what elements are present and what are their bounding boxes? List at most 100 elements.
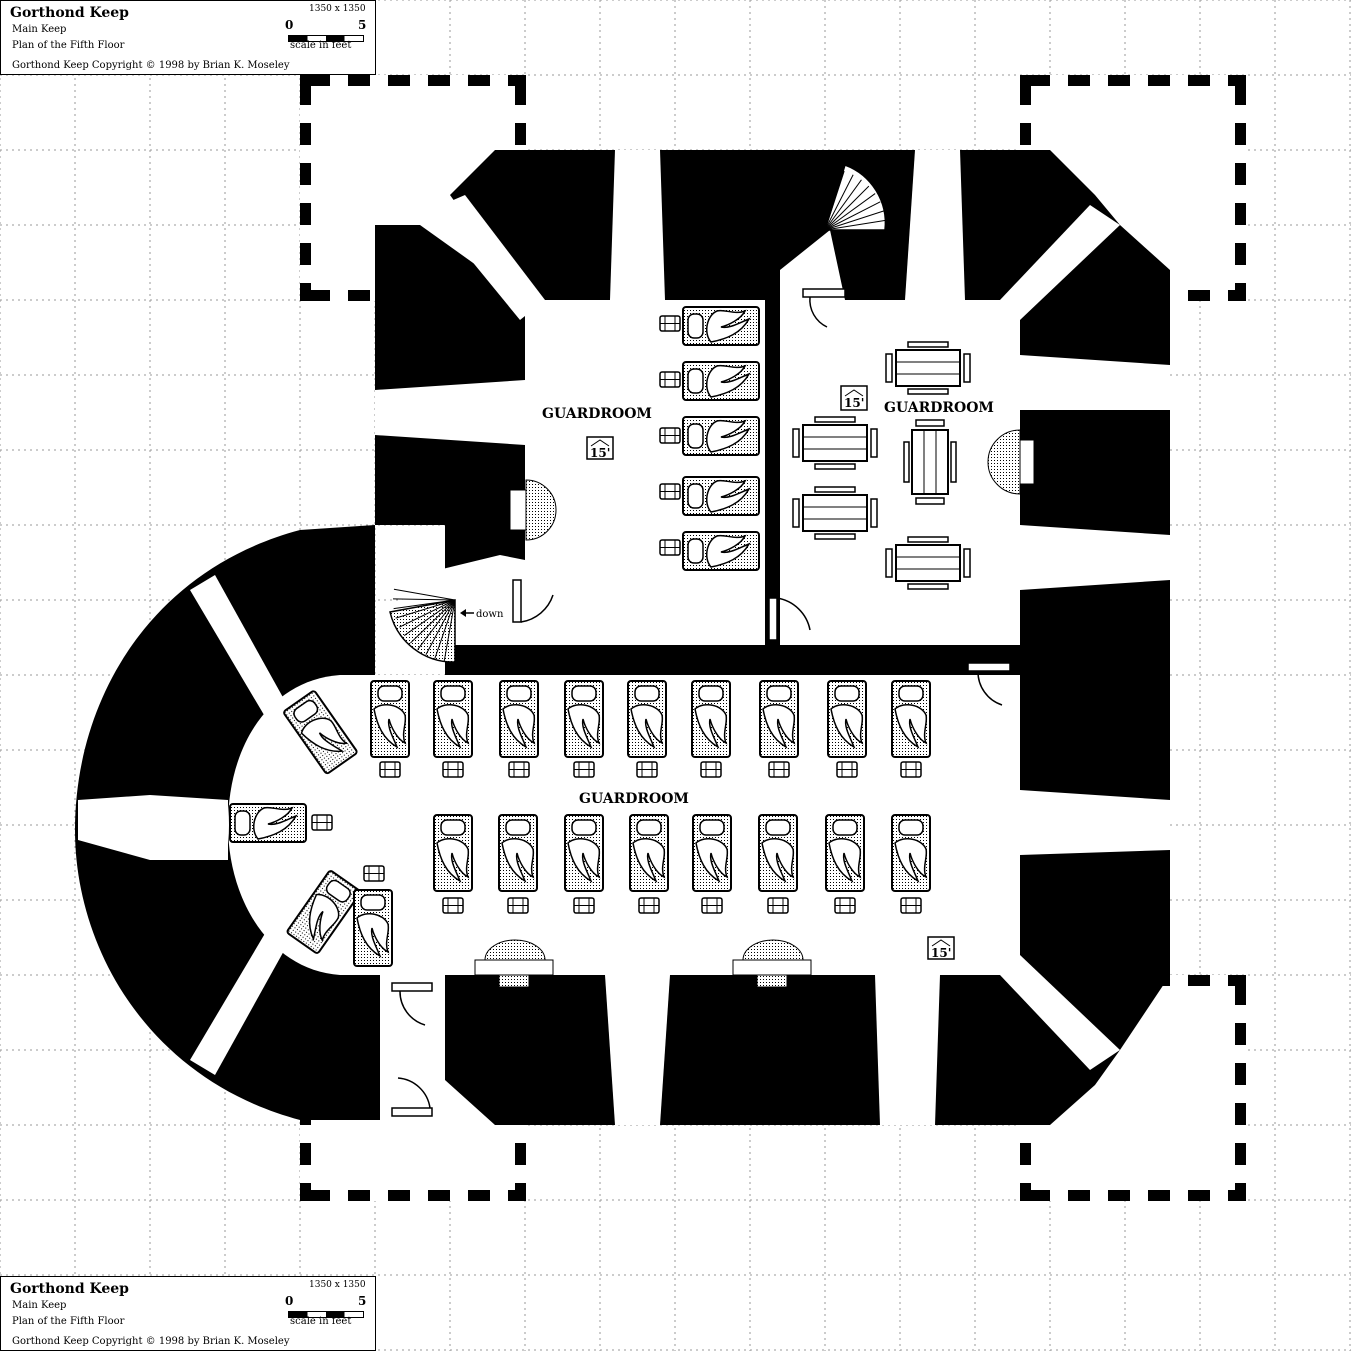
tower-window — [1235, 105, 1246, 123]
tower-window — [330, 75, 348, 86]
tower-window — [1210, 975, 1228, 986]
scale-zero: 0 — [285, 18, 294, 32]
map-subtitle: Main Keep — [12, 24, 67, 35]
embrasures — [78, 150, 1170, 1125]
bed-icon — [499, 680, 539, 758]
bed-icon — [433, 680, 473, 758]
chest-icon — [379, 761, 401, 778]
tower-window — [300, 185, 311, 203]
ceiling-height-south: 15' — [931, 946, 951, 960]
map-title: Gorthond Keep — [10, 1281, 129, 1297]
chest-icon — [442, 897, 464, 914]
stair-tread — [434, 599, 456, 659]
fireplace-east — [987, 429, 1035, 495]
stair-tread — [824, 170, 845, 231]
bed-icon — [891, 680, 931, 758]
bed-icon — [370, 680, 410, 758]
tower-window — [515, 1165, 526, 1183]
stairs-down — [389, 588, 474, 663]
scale-five: 5 — [358, 1294, 367, 1308]
scale-label: scale in feet — [290, 1316, 352, 1327]
tower-window — [1235, 1045, 1246, 1063]
partition-wall — [765, 300, 780, 645]
room-label-guardroom-east: GUARDROOM — [884, 400, 994, 416]
stair-tread — [393, 588, 456, 601]
tower-window — [300, 1125, 311, 1143]
chest-icon — [573, 761, 595, 778]
tower-window — [1020, 105, 1031, 123]
title-block-top: Gorthond Keep Main Keep Plan of the Fift… — [0, 0, 376, 75]
stair-tread — [410, 599, 456, 644]
tower-window — [515, 1125, 526, 1143]
chest-icon — [442, 761, 464, 778]
chest-icon — [700, 761, 722, 778]
stairs-up — [823, 164, 887, 255]
tower-window — [1170, 1190, 1188, 1201]
tower-window — [1090, 75, 1108, 86]
fireplace-south-1 — [474, 939, 554, 988]
tower-window — [490, 1190, 508, 1201]
tower-window — [1090, 1190, 1108, 1201]
ceiling-marker-west — [586, 436, 614, 460]
stairs-up-label: up — [840, 255, 853, 266]
stair-tread — [824, 201, 881, 231]
tower-window — [410, 1190, 428, 1201]
scale-five: 5 — [358, 18, 367, 32]
tower-window — [1170, 290, 1188, 301]
bed-icon — [827, 680, 867, 758]
ceiling-height-west: 15' — [590, 446, 610, 460]
bed-icon — [629, 814, 669, 892]
bed-icon — [691, 680, 731, 758]
tower-window — [490, 75, 508, 86]
chest-icon — [768, 761, 790, 778]
chest-icon — [900, 897, 922, 914]
tower-window — [370, 1190, 388, 1201]
fireplace-west — [509, 479, 557, 541]
map-floor: Plan of the Fifth Floor — [12, 40, 125, 51]
tower-window — [1235, 1165, 1246, 1183]
chest-icon — [508, 761, 530, 778]
bed-icon — [564, 680, 604, 758]
chest-icon — [701, 897, 723, 914]
tower-window — [300, 105, 311, 123]
tower-window — [370, 75, 388, 86]
tower-window — [1235, 145, 1246, 163]
tower-window — [300, 265, 311, 283]
tower-window — [1170, 75, 1188, 86]
stair-tread — [824, 185, 870, 231]
ceiling-height-east: 15' — [844, 396, 864, 410]
chest-icon — [767, 897, 789, 914]
bed-icon — [891, 814, 931, 892]
tower-window — [1020, 1165, 1031, 1183]
chest-icon — [507, 897, 529, 914]
bed-icon — [759, 680, 799, 758]
tower-window — [1235, 1005, 1246, 1023]
tower-window — [300, 1165, 311, 1183]
stair-tread — [443, 599, 456, 662]
tower-window — [1210, 290, 1228, 301]
tower-window — [1130, 75, 1148, 86]
bed-icon — [433, 814, 473, 892]
tower-window — [515, 105, 526, 123]
floors — [228, 230, 1020, 1120]
chest-icon — [834, 897, 856, 914]
tower-window — [1235, 185, 1246, 203]
tower-window — [1210, 1190, 1228, 1201]
room-label-guardroom-south: GUARDROOM — [579, 791, 689, 807]
bed-icon — [692, 814, 732, 892]
stair-tread — [393, 598, 456, 601]
chest-icon — [836, 761, 858, 778]
map-copyright: Gorthond Keep Copyright © 1998 by Brian … — [12, 60, 290, 71]
stair-tread — [824, 219, 887, 231]
doors — [391, 288, 1011, 1117]
stair-tread — [824, 179, 862, 231]
stair-tread — [824, 174, 854, 231]
stair-tread — [425, 599, 456, 655]
tower-window — [1235, 265, 1246, 283]
stair-tread — [403, 599, 456, 636]
chest-icon — [638, 897, 660, 914]
scale-bar — [288, 1311, 364, 1318]
tower-window — [450, 1190, 468, 1201]
stair-tread — [417, 599, 456, 650]
